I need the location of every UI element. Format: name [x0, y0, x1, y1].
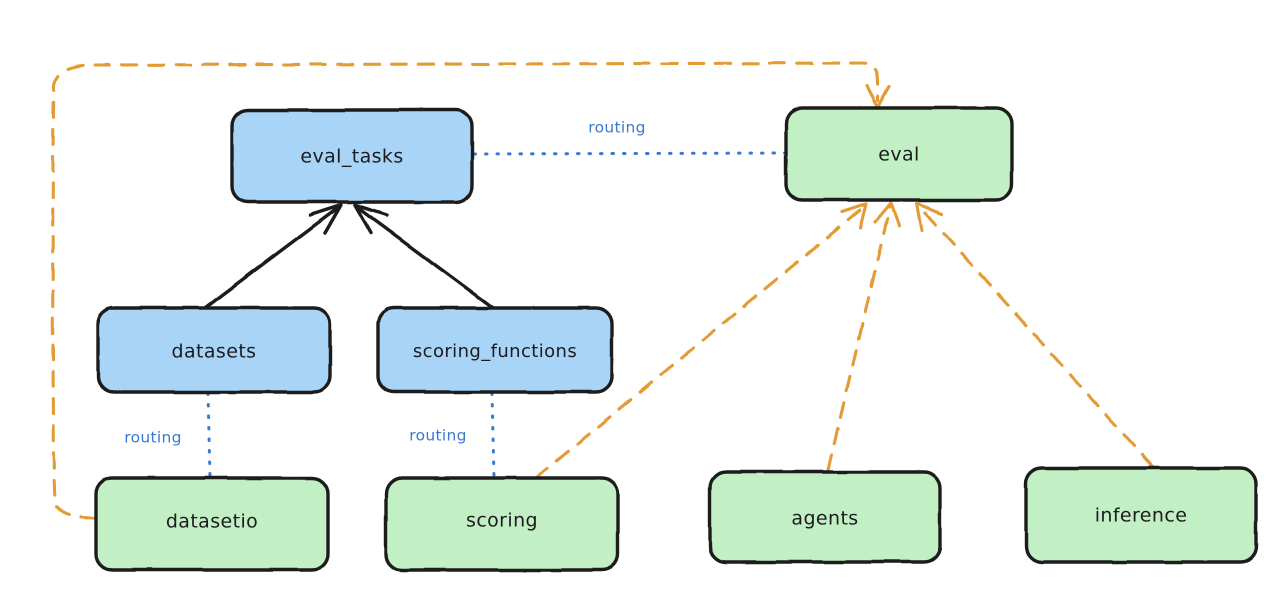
edge-path	[206, 391, 212, 479]
node-shape	[784, 106, 1014, 202]
edge-label-routing-scoring: routing	[409, 427, 467, 445]
node-label: scoring	[466, 510, 538, 532]
node-inference[interactable]: inference	[1024, 466, 1258, 564]
node-label: eval	[878, 144, 919, 166]
edge-path	[204, 205, 341, 309]
node-agents[interactable]: agents	[708, 470, 942, 564]
node-shape	[96, 306, 332, 394]
edge-datasets-to-datasetio	[206, 391, 212, 479]
node-eval-tasks[interactable]: eval_tasks	[230, 108, 474, 204]
arrowhead-icon	[308, 203, 343, 235]
node-label: datasetio	[166, 511, 258, 533]
node-shape	[94, 476, 330, 572]
node-scoring[interactable]: scoring	[384, 476, 620, 572]
node-label: scoring_functions	[413, 341, 577, 362]
node-shape	[376, 306, 614, 394]
edge-path	[355, 205, 494, 309]
edge-label-routing-eval: routing	[588, 119, 646, 137]
node-label: agents	[791, 508, 858, 530]
node-shape	[708, 470, 942, 564]
edge-scoring-functions-to-eval-tasks	[353, 203, 494, 309]
arrowhead-icon	[840, 202, 868, 230]
edge-agents-to-eval	[826, 201, 901, 472]
edge-inference-to-eval	[915, 202, 1154, 468]
edge-path	[472, 151, 788, 156]
edge-path	[534, 205, 866, 480]
node-datasets[interactable]: datasets	[96, 306, 332, 394]
edge-scoring-functions-to-scoring	[490, 391, 496, 479]
node-label: eval_tasks	[300, 146, 403, 168]
node-shape	[1024, 466, 1258, 564]
node-label: inference	[1095, 505, 1188, 527]
edge-label-routing-datasetio: routing	[124, 429, 182, 447]
arrowhead-icon	[353, 203, 389, 235]
node-shape	[384, 476, 620, 572]
node-eval[interactable]: eval	[784, 106, 1014, 202]
node-label: datasets	[172, 341, 257, 363]
arrowhead-icon	[873, 201, 901, 228]
edge-datasets-to-eval-tasks	[204, 203, 343, 309]
edge-path	[51, 61, 880, 520]
node-datasetio[interactable]: datasetio	[94, 476, 330, 572]
edge-path	[490, 391, 496, 479]
edge-eval-tasks-to-eval	[472, 151, 788, 156]
edge-path	[826, 205, 892, 472]
node-shape	[230, 108, 474, 204]
edge-path	[918, 205, 1154, 468]
node-scoring-functions[interactable]: scoring_functions	[376, 306, 614, 394]
edge-scoring-to-eval	[534, 202, 868, 480]
arrowhead-icon	[915, 202, 944, 233]
